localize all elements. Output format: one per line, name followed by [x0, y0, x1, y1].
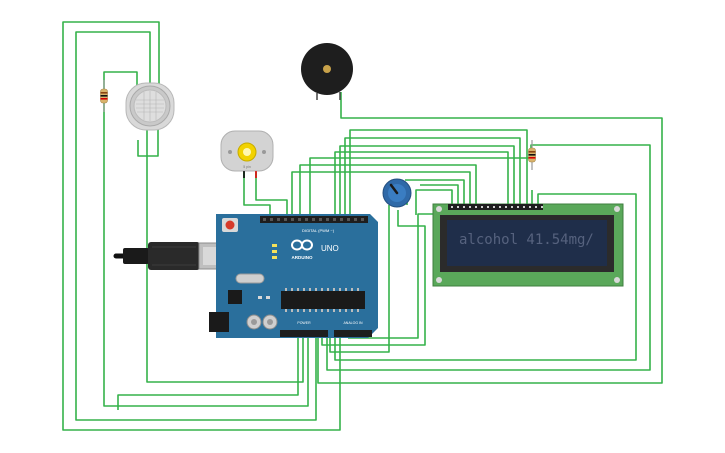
wire-sensor-3 — [103, 71, 309, 407]
power-label: POWER — [297, 321, 311, 325]
reset-button[interactable] — [225, 220, 235, 230]
lcd-pin-header — [448, 204, 543, 210]
lcd-text: alcohol 41.54mg/ — [459, 232, 594, 248]
wires — [62, 21, 663, 431]
wire-buzzer — [317, 92, 663, 384]
arduino-uno-board[interactable]: DIGITAL (PWM ~) ARDUINO UNO — [209, 214, 378, 338]
wire-lcd-c — [339, 145, 515, 218]
voltage-regulator — [228, 290, 242, 304]
analog-header — [334, 330, 372, 337]
gas-sensor[interactable] — [125, 82, 175, 131]
pot-knob-indicator — [389, 183, 399, 195]
led-tx — [272, 250, 277, 253]
wire-lcd-e — [309, 144, 651, 371]
wire-lcd-h — [405, 179, 465, 205]
wire-motor-2 — [255, 172, 288, 218]
buzzer[interactable] — [301, 43, 353, 100]
power-jack — [209, 312, 229, 332]
led-rx — [272, 256, 277, 259]
led-l — [272, 244, 277, 247]
dc-motor[interactable]: 5 pin — [220, 130, 274, 178]
wire-lcd-b — [344, 137, 521, 218]
atmega-chip — [281, 291, 365, 309]
motor-label: 5 pin — [243, 165, 251, 169]
digital-header-pins — [263, 218, 364, 221]
arduino-logo — [291, 239, 313, 251]
wire-gnd-bus — [117, 330, 299, 410]
wire-lcd-d — [334, 151, 509, 218]
crystal — [235, 273, 265, 284]
digital-label: DIGITAL (PWM ~) — [302, 228, 335, 233]
wire-sensor-5 — [137, 128, 159, 157]
wire-lcd-right-2 — [348, 213, 440, 339]
wire-sensor-outer — [62, 21, 341, 431]
sensor-mesh — [136, 91, 164, 121]
analog-label: ANALOG IN — [343, 321, 363, 325]
wire-pot-1 — [329, 205, 390, 353]
wire-lcd-a — [349, 129, 528, 218]
wire-lcd-g — [291, 171, 471, 218]
power-header — [280, 330, 328, 337]
lcd-16x2[interactable]: alcohol 41.54mg/ — [432, 203, 624, 287]
wire-lcd-f — [299, 164, 477, 218]
resistor-left[interactable] — [100, 80, 108, 112]
potentiometer[interactable] — [382, 178, 412, 208]
resistor-right[interactable] — [528, 140, 536, 170]
model-label: UNO — [321, 244, 339, 253]
wire-lcd-i — [420, 184, 459, 205]
lcd-screen — [447, 220, 607, 266]
wire-pot-2 — [321, 210, 426, 346]
wire-lcd-j — [415, 189, 453, 215]
brand-label: ARDUINO — [292, 255, 313, 260]
wire-lcd-right-1 — [334, 193, 637, 361]
wire-motor-1 — [243, 172, 271, 218]
wire-sensor-2 — [75, 31, 317, 421]
